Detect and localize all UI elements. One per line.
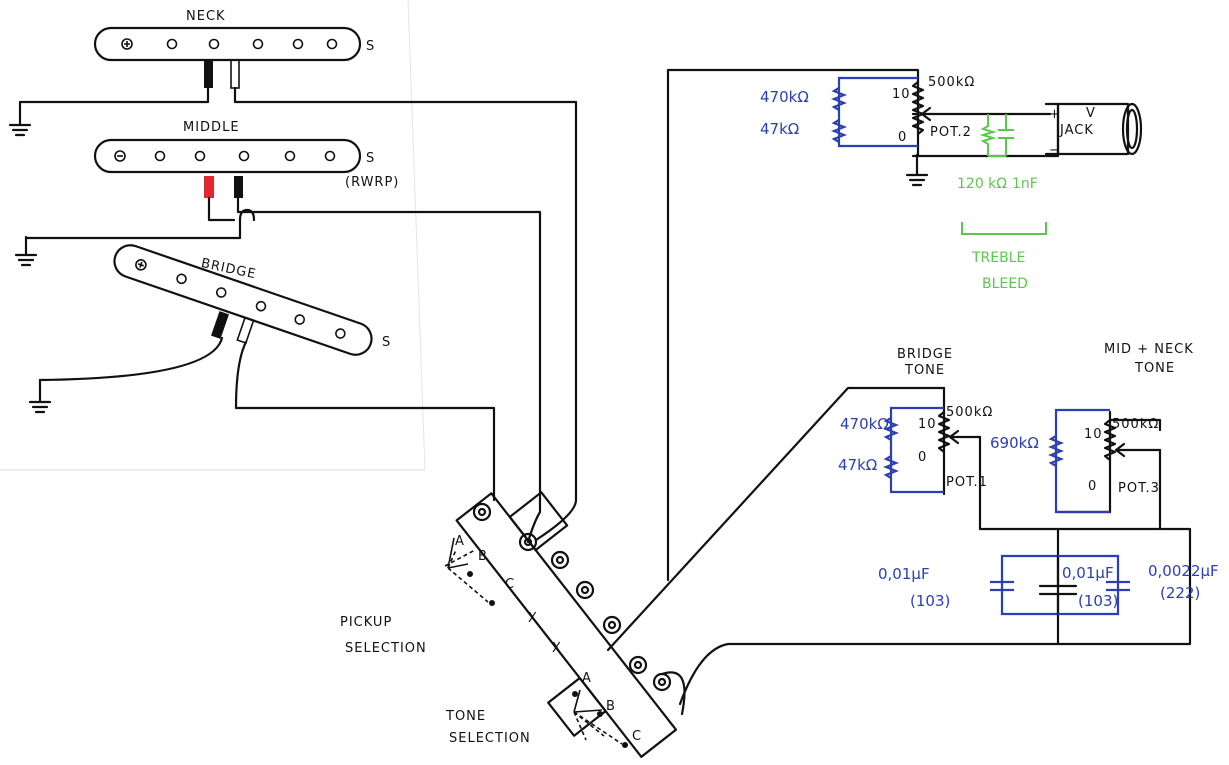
bridge-tone-tap-0: 0	[918, 450, 927, 465]
middle-label: MIDDLE	[183, 120, 240, 135]
mid-neck-tone-tap-0: 0	[1088, 479, 1097, 494]
mid-neck-tone-pot-name: POT.3	[1118, 481, 1160, 496]
switch-upper-b: B	[478, 549, 488, 564]
middle-s-label: S	[366, 151, 375, 166]
middle-pickup	[93, 138, 362, 198]
cap2-code: (103)	[1078, 592, 1118, 610]
volume-r1-label: 470kΩ	[760, 88, 809, 106]
switch-upper-a: A	[455, 534, 465, 549]
pickup-selection-label-2: SELECTION	[345, 641, 427, 656]
cap3-code: (222)	[1160, 584, 1200, 602]
mid-neck-tone-title-1: MID + NECK	[1104, 342, 1194, 357]
ground-icon	[905, 153, 929, 187]
ground-icon	[14, 235, 38, 267]
bridge-tone-wires	[606, 386, 1062, 652]
bridge-tone-tap-10: 10	[918, 417, 937, 432]
selector-switch	[444, 491, 686, 758]
switch-x1: X	[528, 611, 538, 626]
treble-bleed-c-label: 1nF	[1012, 176, 1038, 192]
neck-pickup	[93, 26, 362, 89]
bridge-tone-title-2: TONE	[904, 363, 945, 378]
neck-s-label: S	[366, 39, 375, 54]
cap2-value: 0,01µF	[1062, 564, 1114, 582]
treble-bleed-title-2: BLEED	[982, 276, 1028, 292]
bridge-tone-r1: 470kΩ	[840, 415, 889, 433]
tone-capacitors	[678, 527, 1192, 706]
treble-bleed-network	[961, 114, 1047, 235]
tone-selection-label-1: TONE	[445, 709, 486, 724]
volume-pot-name: POT.2	[930, 125, 972, 140]
switch-lower-c: C	[632, 729, 642, 744]
bridge-tone-resistors	[883, 406, 944, 494]
bridge-tone-pot-value: 500kΩ	[946, 405, 993, 420]
volume-tap-0: 0	[898, 130, 907, 145]
mid-neck-tone-title-2: TONE	[1134, 361, 1175, 376]
cap3-value: 0,0022µF	[1148, 562, 1219, 580]
tone-selection-label-2: SELECTION	[449, 731, 531, 746]
volume-wires	[666, 68, 1060, 582]
cap1-code: (103)	[910, 592, 950, 610]
bridge-s-label: S	[382, 335, 391, 350]
pickup-selection-label-1: PICKUP	[340, 615, 392, 630]
pickup-wires	[18, 86, 578, 544]
volume-pot-value: 500kΩ	[928, 75, 975, 90]
volume-tap-10: 10	[892, 87, 911, 102]
bridge-tone-title-1: BRIDGE	[897, 347, 953, 362]
volume-resistors	[831, 76, 918, 148]
switch-lower-a: A	[582, 671, 592, 686]
mid-neck-tone-tap-10: 10	[1084, 427, 1103, 442]
switch-x2: X	[552, 641, 562, 656]
output-jack	[1044, 102, 1143, 156]
volume-r2-label: 47kΩ	[760, 120, 799, 138]
mid-neck-tone-pot-value: 500kΩ	[1112, 417, 1159, 432]
middle-rwrp-label: (RWRP)	[345, 175, 399, 190]
jack-label: JACK	[1059, 123, 1094, 138]
jack-minus: −	[1049, 143, 1061, 158]
treble-bleed-title-1: TREBLE	[971, 250, 1025, 266]
bridge-tone-pot-name: POT.1	[946, 475, 988, 490]
bridge-pickup	[113, 244, 373, 356]
neck-label: NECK	[186, 9, 226, 24]
ground-icon	[8, 101, 32, 137]
treble-bleed-r-label: 120 kΩ	[957, 176, 1007, 192]
cap1-value: 0,01µF	[878, 565, 930, 583]
jack-plus: +	[1049, 107, 1061, 122]
mid-neck-tone-r: 690kΩ	[990, 434, 1039, 452]
bridge-tone-r2: 47kΩ	[838, 456, 877, 474]
ground-icon	[28, 378, 52, 414]
mid-neck-tone-resistor	[1048, 408, 1110, 514]
switch-upper-c: C	[505, 577, 515, 592]
paper-fold-line	[0, 0, 426, 471]
jack-v: V	[1086, 106, 1096, 121]
switch-lower-b: B	[606, 699, 616, 714]
